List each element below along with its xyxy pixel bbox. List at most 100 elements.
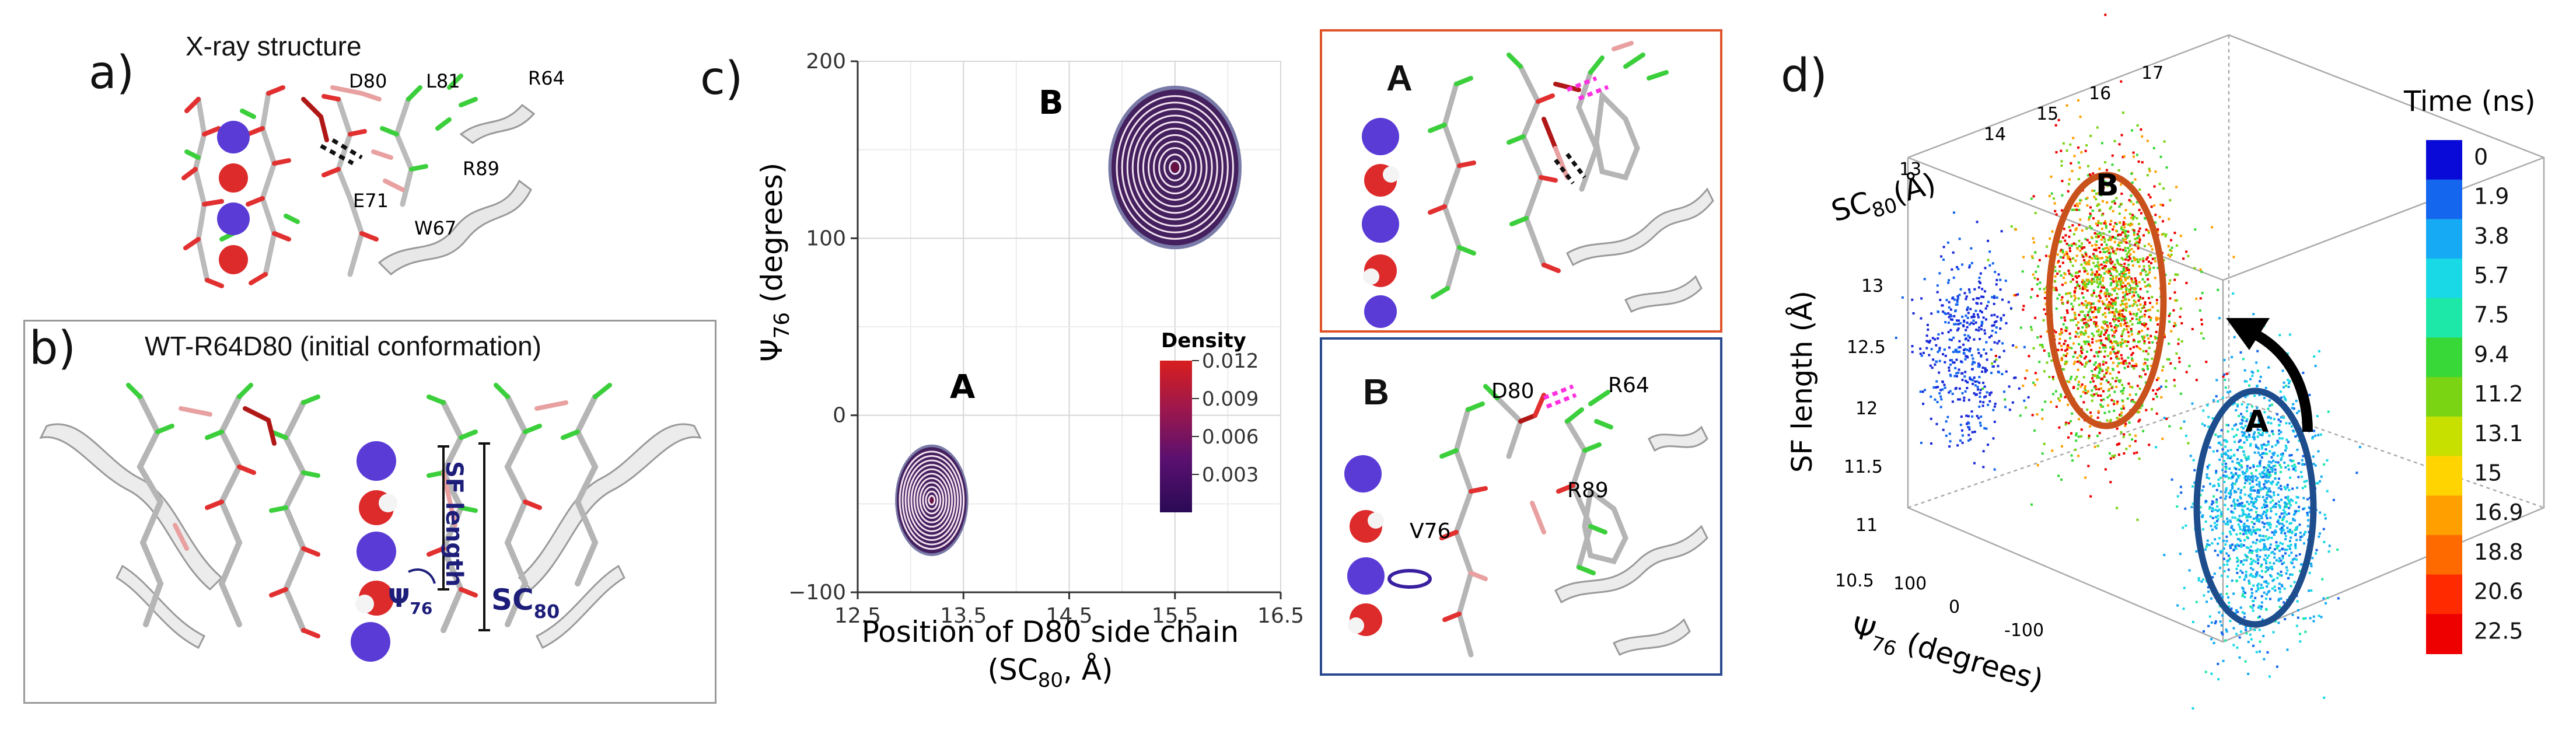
scatter-point [2109,340,2112,343]
scatter-point [2149,364,2152,367]
scatter-point [2129,253,2132,256]
scatter-point [2127,298,2130,301]
scatter-point [2068,332,2071,335]
scatter-point [2087,340,2090,343]
scatter-point [2270,483,2273,485]
scatter-point [2259,540,2262,543]
scatter-point [2176,495,2179,498]
scatter-point [2276,439,2279,442]
scatter-point [1972,361,1974,364]
scatter-point [2110,205,2113,208]
scatter-point [2120,357,2123,360]
scatter-point [2279,542,2282,544]
scatter-point [2086,197,2089,200]
scatter-point [2264,570,2267,573]
scatter-point [2255,478,2258,481]
scatter-point [2130,216,2133,219]
scatter-point [2144,245,2147,247]
scatter-point [2254,560,2257,563]
scatter-point [2266,528,2269,531]
scatter-point [2225,487,2228,490]
scatter-point [2221,614,2224,617]
scatter-point [2113,315,2116,318]
scatter-point [2170,253,2173,256]
scatter-point [2323,696,2326,699]
scatter-point [2253,431,2256,434]
scatter-point [2058,399,2061,402]
density-contour [1121,102,1229,233]
scatter-point [2110,267,2113,270]
scatter-point [2134,277,2137,280]
scatter-point [2264,511,2267,514]
scatter-point [2294,466,2297,469]
scatter-point [2127,268,2130,271]
scatter-point [2273,533,2276,536]
scatter-point [2281,522,2284,525]
scatter-point [2066,301,2069,304]
scatter-point [2175,186,2178,188]
scatter-point [2283,381,2285,384]
scatter-point [1982,316,1985,319]
scatter-point [2245,529,2248,532]
scatter-point [2247,516,2250,519]
density-contour [1169,160,1182,175]
scatter-point [2147,296,2150,299]
scatter-point [2116,365,2119,368]
scatter-point [1983,348,1986,351]
scatter-point [2032,381,2035,384]
scatter-point [2134,439,2137,442]
scatter-point [2112,456,2115,459]
scatter-point [2102,363,2105,366]
scatter-point [2070,432,2072,435]
scatter-point [2095,366,2098,369]
scatter-point [2121,237,2124,240]
scatter-point [2120,287,2123,290]
scatter-point [1983,385,1986,388]
scatter-point [2102,247,2105,250]
scatter-point [2207,586,2210,589]
scatter-point [2105,256,2108,259]
scatter-point [2119,315,2122,317]
scatter-point [1998,340,2001,343]
scatter-point [2250,551,2253,554]
scatter-point [2085,254,2088,257]
scatter-point [2141,135,2144,138]
scatter-point [2134,178,2137,181]
scatter-point [2162,259,2165,261]
scatter-point [1952,276,1955,279]
scatter-point [2075,439,2078,442]
scatter-point [1939,395,1942,398]
scatter-point [2041,408,2044,411]
scatter-point [2090,394,2093,397]
scatter-point [2074,378,2077,381]
scatter-point [2241,611,2244,614]
panel-a-title: X-ray structure [186,31,362,61]
scatter-point [2073,299,2076,302]
scatter-point [2223,439,2226,442]
scatter-point [1974,309,1977,312]
scatter-point [2327,410,2330,413]
scatter-point [2267,440,2270,443]
scatter-point [2291,500,2294,502]
scatter-point [2097,334,2100,337]
scatter-point [2267,480,2270,483]
scatter-point [2229,620,2232,623]
scatter-point [2084,385,2087,388]
scatter-point [2116,296,2119,299]
scatter-point [2134,434,2137,437]
scatter-point [2131,181,2134,184]
scatter-point [2073,155,2076,158]
scatter-point [1981,387,1984,390]
scatter-point [2104,307,2107,310]
ion-sphere [351,622,390,662]
scatter-point [2294,512,2297,515]
scatter-point [1979,421,1981,424]
scatter-point [1938,392,1941,395]
scatter-point [1978,381,1981,384]
scatter-point [2084,323,2087,326]
scatter-point [2243,416,2246,419]
scatter-point [2144,301,2147,304]
scatter-point [2269,404,2271,407]
scatter-point [2070,319,2072,322]
